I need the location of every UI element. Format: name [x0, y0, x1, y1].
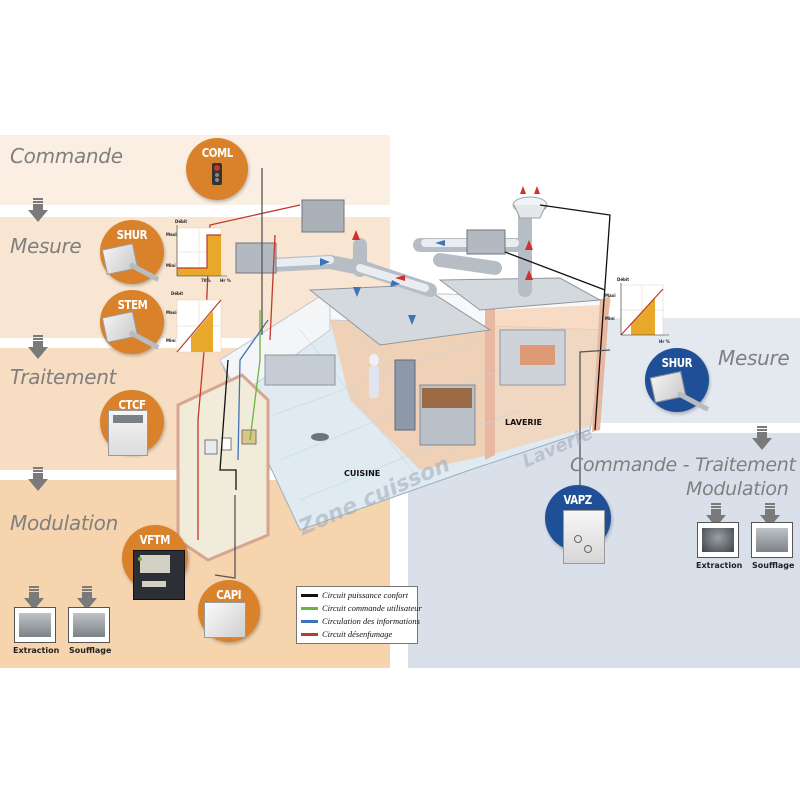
output-caption-extraction-left: Extraction — [13, 646, 60, 655]
badge-label: CTCF — [118, 398, 146, 412]
mini-chart-x-axis: Hr % — [659, 339, 670, 344]
mini-chart-shur-left: Débit Maxi Mini 70% Hr % — [166, 219, 231, 283]
mini-chart-area — [177, 235, 221, 276]
badge-label: SHUR — [661, 356, 693, 370]
circuit-commande — [249, 310, 261, 441]
legend-swatch — [301, 593, 318, 597]
supply-unit-icon — [73, 613, 105, 637]
circuit-informations — [237, 319, 269, 461]
mini-chart-y-min: Mini — [166, 338, 176, 343]
badge-label: CAPI — [216, 588, 242, 602]
badge-coml[interactable]: COML — [186, 138, 248, 200]
flow-arrows-red — [352, 186, 540, 281]
work-counter — [264, 354, 336, 386]
sensor-box-icon — [204, 602, 246, 638]
flow-arrow-down-icon — [706, 503, 726, 527]
stage-heading-commande: Commande — [10, 144, 123, 168]
mini-chart-y-min: Mini — [605, 316, 615, 321]
mini-chart-y-axis: Débit — [617, 277, 629, 282]
output-caption-soufflage-right: Soufflage — [752, 561, 795, 570]
roof-fan-icon — [702, 528, 734, 552]
flow-arrow-down-icon — [24, 586, 44, 610]
circuit-puissance — [219, 359, 237, 490]
legend-item: Circuit commande utilisateur — [301, 602, 422, 614]
floor-drain — [311, 433, 329, 441]
mini-chart-y-max: Maxi — [166, 232, 177, 237]
flow-arrow-down-icon — [77, 586, 97, 610]
oven — [394, 359, 416, 431]
badge-label: SHUR — [116, 228, 148, 242]
badge-label: VFTM — [139, 533, 171, 547]
extraction-unit-icon — [19, 613, 51, 637]
mini-chart-y-min: Mini — [166, 263, 176, 268]
legend-swatch — [301, 606, 318, 610]
circuit-legend: Circuit puissance confort Circuit comman… — [296, 586, 422, 644]
legend-label: Circulation des informations — [322, 616, 420, 626]
output-extraction-left[interactable] — [14, 607, 56, 643]
mini-chart-y-axis: Débit — [171, 291, 183, 296]
control-cabinet-icon — [108, 410, 148, 456]
flow-arrow-down-icon — [752, 426, 772, 450]
mini-chart-y-axis: Débit — [175, 219, 187, 224]
badge-label: COML — [201, 146, 233, 160]
cook-figure — [369, 354, 379, 366]
badge-label: STEM — [117, 298, 147, 312]
inlet-box — [235, 242, 277, 274]
mini-chart-area — [631, 298, 655, 335]
electrical-panels — [204, 429, 257, 455]
badge-label: VAPZ — [563, 493, 593, 507]
mini-chart-curve — [176, 299, 222, 353]
flow-arrow-down-icon — [28, 198, 48, 222]
mini-chart-y-max: Maxi — [166, 310, 177, 315]
legend-label: Circuit commande utilisateur — [322, 603, 422, 613]
mini-chart-x-axis: Hr % — [220, 278, 231, 283]
stage-heading-mesure: Mesure — [10, 234, 82, 258]
output-caption-soufflage-left: Soufflage — [69, 646, 112, 655]
mini-chart-shur-right: Débit Maxi Mini Hr % — [605, 277, 670, 344]
flow-arrows-blue — [320, 240, 445, 325]
legend-item: Circuit désenfumage — [301, 628, 392, 640]
mini-chart-curve — [620, 288, 664, 336]
push-button-station-icon — [212, 163, 222, 185]
stage-heading-modulation: Modulation — [10, 511, 118, 535]
right-stage-heading-mesure: Mesure — [718, 346, 790, 370]
flow-arrow-down-icon — [28, 467, 48, 491]
mini-chart-y-max: Maxi — [605, 293, 616, 298]
output-extraction-right[interactable] — [697, 522, 739, 558]
frequency-drive-icon — [133, 550, 185, 600]
right-stage-heading-modulation: Modulation — [686, 478, 789, 500]
legend-item: Circulation des informations — [301, 615, 420, 627]
legend-swatch — [301, 619, 318, 623]
mini-chart-x-mark: 70% — [201, 278, 211, 283]
flow-arrow-down-icon — [760, 503, 780, 527]
output-soufflage-left[interactable] — [68, 607, 110, 643]
output-caption-extraction-right: Extraction — [696, 561, 743, 570]
mini-chart-area — [191, 311, 213, 352]
room-label-laverie: LAVERIE — [505, 418, 543, 427]
legend-swatch — [301, 632, 318, 636]
flow-arrow-down-icon — [28, 335, 48, 359]
legend-item: Circuit puissance confort — [301, 589, 408, 601]
legend-label: Circuit puissance confort — [322, 590, 409, 600]
right-stage-heading-commande-traitement: Commande - Traitement — [570, 454, 796, 476]
mini-chart-stem-left: Débit Maxi Mini — [166, 291, 222, 353]
air-handling-box — [301, 199, 345, 233]
room-label-cuisine: CUISINE — [344, 469, 381, 478]
legend-label: Circuit désenfumage — [322, 629, 393, 639]
supply-unit-icon — [756, 528, 788, 552]
fan-box — [466, 229, 506, 255]
variator-box-icon — [563, 510, 605, 564]
mini-chart-curve — [177, 234, 221, 269]
hood-cuisine — [308, 284, 492, 346]
output-soufflage-right[interactable] — [751, 522, 793, 558]
stage-heading-traitement: Traitement — [10, 365, 117, 389]
